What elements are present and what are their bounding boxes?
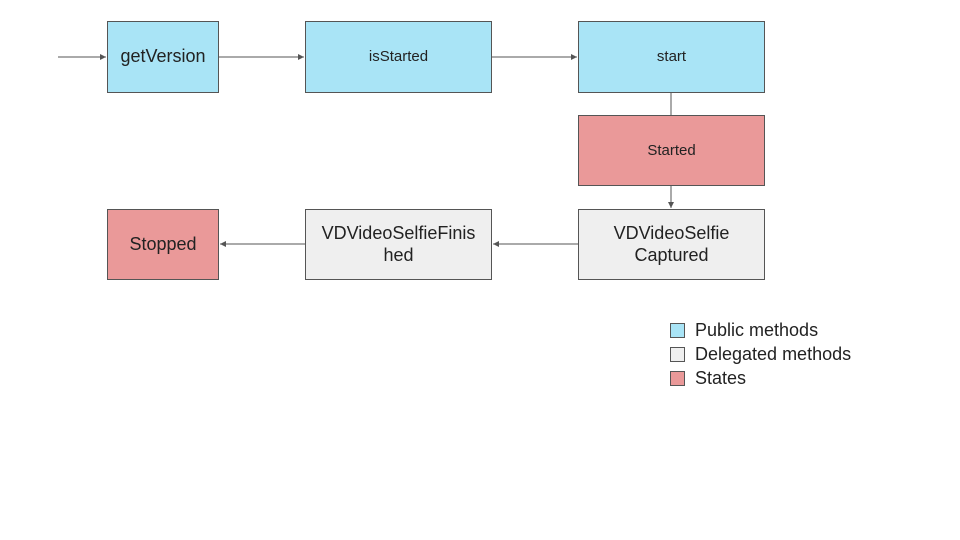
legend-label-public: Public methods [695, 319, 819, 340]
video-selfie-finished-text: VDVideoSelfieFinis hed [322, 223, 476, 266]
getversion-node[interactable]: getVersion [107, 21, 219, 93]
video-selfie-captured-node[interactable]: VDVideoSelfie Captured [578, 209, 765, 280]
legend-swatch-public [670, 322, 685, 338]
legend-item-delegated: Delegated methods [670, 342, 900, 366]
legend-swatch-delegated [670, 346, 685, 362]
started-label: Started [647, 141, 696, 159]
video-selfie-captured-text: VDVideoSelfie Captured [614, 223, 730, 266]
legend-item-states: States [670, 366, 900, 390]
legend-label-states: States [695, 367, 747, 388]
video-selfie-finished-line1: VDVideoSelfieFinis [321, 222, 476, 243]
legend-label-delegated: Delegated methods [695, 343, 852, 364]
legend-swatch-states [670, 370, 685, 386]
stopped-label: Stopped [129, 233, 197, 254]
getversion-label: getVersion [120, 46, 206, 67]
started-state-node[interactable]: Started [578, 115, 765, 186]
video-selfie-captured-line1: VDVideoSelfie [613, 222, 730, 243]
start-label: start [656, 48, 687, 65]
video-selfie-finished-node[interactable]: VDVideoSelfieFinis hed [305, 209, 492, 280]
legend: Public methods Delegated methods States [670, 318, 900, 390]
isstarted-node[interactable]: isStarted [305, 21, 492, 93]
isstarted-label: isStarted [368, 48, 429, 65]
legend-item-public: Public methods [670, 318, 900, 342]
video-selfie-finished-line2: hed [383, 244, 414, 265]
stopped-state-node[interactable]: Stopped [107, 209, 219, 280]
start-node[interactable]: start [578, 21, 765, 93]
video-selfie-captured-line2: Captured [634, 244, 709, 265]
